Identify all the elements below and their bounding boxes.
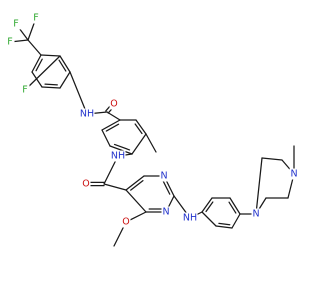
double-bond bbox=[135, 119, 147, 135]
atom-label-background bbox=[31, 12, 41, 24]
double-bond-inner-line bbox=[58, 59, 67, 72]
atom-label-f: F bbox=[22, 85, 27, 96]
double-bond-inner-line bbox=[162, 179, 171, 195]
single-bond bbox=[125, 189, 147, 213]
double-bond-inner-line bbox=[218, 222, 231, 226]
single-bond bbox=[27, 39, 42, 56]
atom-label-background bbox=[110, 150, 126, 162]
double-bond-inner-line bbox=[228, 201, 237, 214]
double-bond-inner-line bbox=[105, 123, 120, 132]
double-bond-inner-line bbox=[113, 143, 131, 151]
atom-label-n: NH bbox=[111, 151, 125, 162]
atom-label-background bbox=[20, 84, 30, 96]
atom-label-background bbox=[159, 170, 169, 182]
atom-label-n: N bbox=[290, 169, 297, 180]
atom-label-n: N bbox=[252, 209, 259, 220]
double-bond bbox=[59, 55, 71, 73]
double-bond-inner-line bbox=[35, 58, 43, 72]
single-bond bbox=[31, 71, 43, 88]
double-bond bbox=[101, 119, 121, 131]
single-bond bbox=[231, 213, 241, 229]
atom-label-n: NH bbox=[80, 109, 94, 120]
double-bond bbox=[125, 175, 145, 191]
atom-label-background bbox=[109, 98, 119, 110]
atom-label-o: O bbox=[82, 179, 89, 190]
atom-label-background bbox=[161, 206, 171, 218]
single-bond bbox=[131, 133, 147, 155]
double-bond bbox=[31, 54, 42, 73]
double-bond bbox=[41, 86, 61, 89]
double-bond-inner-line bbox=[134, 123, 143, 135]
bond-layer bbox=[9, 17, 295, 247]
double-bond bbox=[215, 225, 233, 229]
atom-label-n: NH bbox=[183, 213, 197, 224]
atom-label-background bbox=[289, 168, 299, 180]
single-bond bbox=[24, 55, 61, 91]
atom-label-o: O bbox=[122, 217, 129, 228]
single-bond bbox=[40, 54, 61, 57]
double-bond-inner-line bbox=[130, 179, 144, 191]
atom-label-background bbox=[251, 208, 261, 220]
atom-label-background bbox=[182, 212, 198, 224]
atom-label-background bbox=[5, 36, 15, 48]
atom-label-n: N bbox=[160, 171, 167, 182]
atom-label-f: F bbox=[13, 19, 18, 30]
double-bond bbox=[109, 145, 133, 155]
atom-label-n: N bbox=[162, 207, 169, 218]
single-bond bbox=[145, 133, 157, 153]
single-bond bbox=[201, 211, 217, 227]
atom-label-background bbox=[81, 178, 91, 190]
atom-label-f: F bbox=[33, 13, 38, 24]
atom-label-background bbox=[121, 216, 131, 228]
double-bond-inner-line bbox=[44, 83, 58, 86]
atom-label-background bbox=[79, 108, 95, 120]
single-bond bbox=[106, 111, 121, 121]
single-bond bbox=[255, 157, 263, 215]
single-bond bbox=[59, 71, 71, 89]
single-bond bbox=[101, 129, 111, 147]
single-bond bbox=[261, 157, 283, 161]
single-bond bbox=[103, 183, 127, 191]
double-bond bbox=[229, 197, 241, 215]
double-bond bbox=[201, 197, 213, 213]
double-bond-inner-line bbox=[205, 201, 214, 213]
single-bond bbox=[69, 71, 88, 115]
atom-label-o: O bbox=[110, 99, 117, 110]
atom-label-f: F bbox=[7, 37, 12, 48]
atom-label-background bbox=[11, 18, 21, 30]
